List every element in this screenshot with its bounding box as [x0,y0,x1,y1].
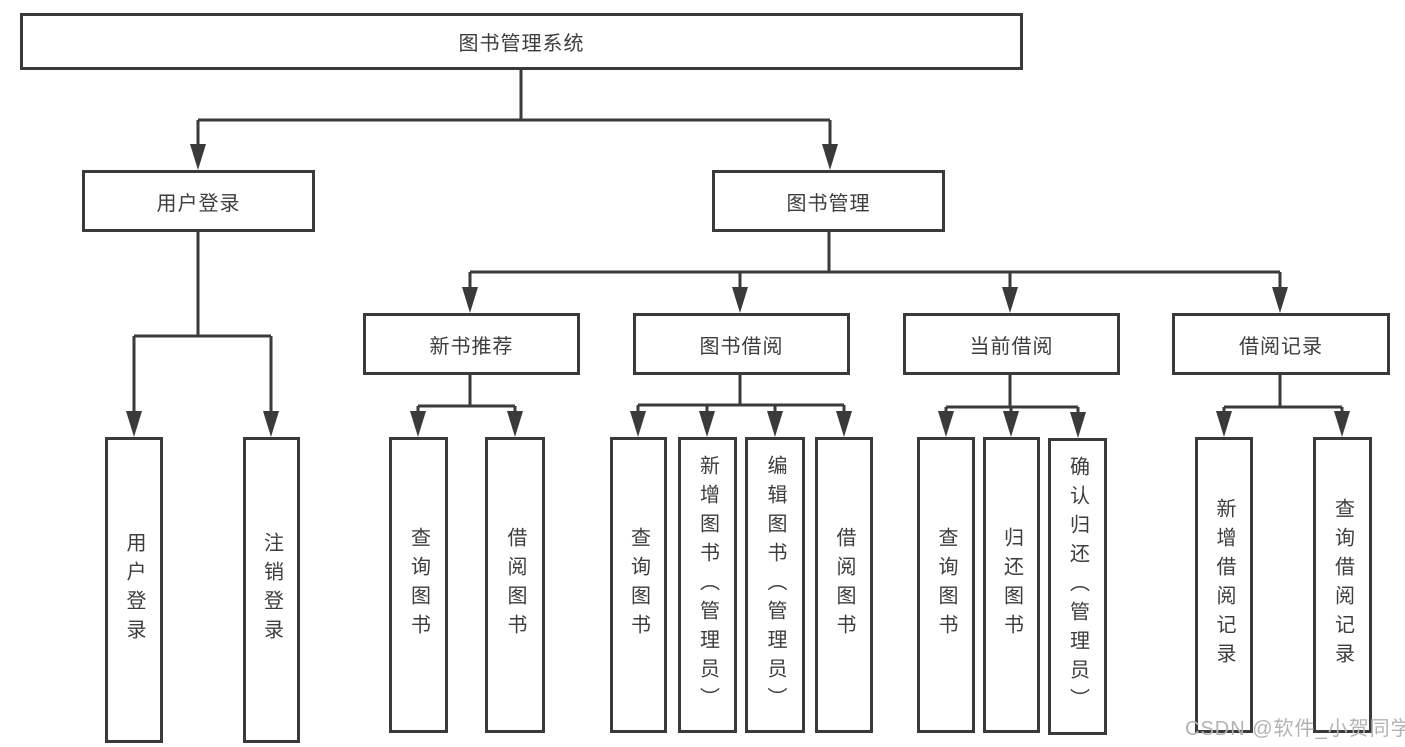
arrowhead [462,287,478,313]
node-user-login: 用户登录 [82,170,315,232]
csdn-watermark: CSDN @软件_小贺同学 [1185,718,1405,740]
leaf-borrow-books: 借阅图书 [815,437,873,733]
connector-new-book-recommend-children [416,375,517,414]
node-new-book-recommend: 新书推荐 [363,313,580,375]
arrowhead [410,411,426,437]
leaf-query-borrow-record: 查询借阅记录 [1313,437,1372,733]
leaf-confirm-return-admin: 确认归还（管理员） [1048,438,1107,735]
node-borrow-records: 借阅记录 [1172,313,1390,375]
arrowhead [1002,287,1018,313]
leaf-query-books-current: 查询图书 [917,437,975,733]
leaf-return-books: 归还图书 [983,437,1040,733]
arrowhead [1003,411,1019,437]
node-user-login-label: 用户登录 [156,192,241,215]
node-current-borrow-label: 当前借阅 [969,335,1054,358]
leaf-user-login-label: 用户登录 [123,532,145,648]
arrowhead [190,144,206,170]
node-book-management: 图书管理 [712,170,945,232]
node-new-book-recommend-label: 新书推荐 [429,335,514,358]
leaf-edit-book-admin: 编辑图书（管理员） [745,437,805,733]
arrowhead [732,287,748,313]
arrowhead [699,411,715,437]
leaf-confirm-return-admin-label: 确认归还（管理员） [1066,456,1089,717]
leaf-query-books-recommend-label: 查询图书 [407,527,430,643]
leaf-edit-book-admin-label: 编辑图书（管理员） [764,454,786,716]
connector-current-borrow-children [944,375,1080,414]
leaf-borrow-books-recommend-label: 借阅图书 [504,527,526,643]
leaf-borrow-books-label: 借阅图书 [833,527,855,643]
connector-book-borrow-children [636,375,846,414]
leaf-add-book-admin: 新增图书（管理员） [678,437,737,733]
leaf-query-books-current-label: 查询图书 [935,527,957,643]
arrowhead [822,144,838,170]
connector-borrow-records-children [1222,375,1344,414]
leaf-query-books-borrow: 查询图书 [610,437,667,733]
arrowhead [630,411,646,437]
leaf-logout: 注销登录 [243,437,300,743]
leaf-borrow-books-recommend: 借阅图书 [485,437,545,733]
arrowhead [1216,411,1232,437]
node-root: 图书管理系统 [20,13,1023,70]
node-current-borrow: 当前借阅 [903,313,1120,375]
leaf-query-books-recommend: 查询图书 [389,437,448,733]
connector-book-management-children [468,232,1282,290]
node-book-borrow-label: 图书借阅 [699,335,784,358]
arrowhead [1272,287,1288,313]
arrowhead [938,411,954,437]
arrowhead [263,411,279,437]
leaf-return-books-label: 归还图书 [1000,527,1023,643]
leaf-user-login: 用户登录 [105,437,163,743]
arrowhead [126,411,142,437]
connector-root-to-level2 [196,70,832,148]
arrowhead [1334,411,1350,437]
leaf-add-book-admin-label: 新增图书（管理员） [696,454,719,716]
leaf-add-borrow-record-label: 新增借阅记录 [1213,498,1235,672]
leaf-query-borrow-record-label: 查询借阅记录 [1331,498,1354,672]
node-book-borrow: 图书借阅 [633,313,850,375]
leaf-query-books-borrow-label: 查询图书 [627,527,650,643]
leaf-logout-label: 注销登录 [260,532,283,648]
node-book-management-label: 图书管理 [786,192,871,215]
arrowhead [836,411,852,437]
arrowhead [767,411,783,437]
node-root-label: 图书管理系统 [458,33,585,55]
node-borrow-records-label: 借阅记录 [1239,335,1323,358]
arrowhead [1070,412,1086,438]
arrowhead [507,411,523,437]
connector-user-login-children [132,232,273,415]
leaf-add-borrow-record: 新增借阅记录 [1195,437,1253,733]
